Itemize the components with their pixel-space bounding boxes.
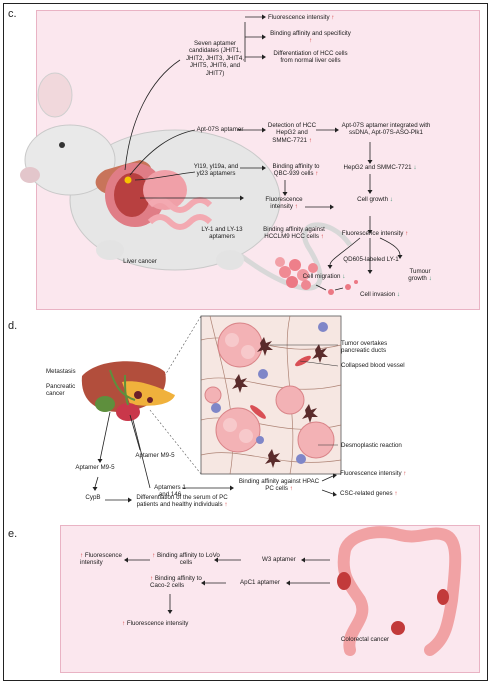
collapsed-vessel-label: Collapsed blood vessel (341, 362, 405, 369)
cell-migration-label: Cell migration ↓ (302, 273, 346, 280)
tumour-cell-cluster (275, 257, 358, 295)
aptamer-m95-label-b: Aptamer M9-5 (75, 464, 115, 471)
cypb-label: CypB (85, 494, 101, 501)
panel-d-arrows (94, 411, 334, 501)
pancreatic-cancer-label: Pancreatic cancer (46, 383, 76, 398)
binding-specificity-label: Binding affinity and specificity ↑ (270, 30, 351, 45)
up-arrow-icon: ↑ (403, 470, 407, 477)
up-arrow-icon: ↑ (122, 620, 126, 627)
fluorescence-label-3: Fluorescence intensity ↑ (341, 230, 409, 237)
up-arrow-icon: ↑ (394, 490, 398, 497)
up-arrow-icon: ↑ (80, 552, 84, 559)
liver-pancreas-illustration (81, 361, 175, 421)
aptamer-m95-label-a: Aptamer M9-5 (135, 452, 175, 459)
yl-aptamers-label: Yl19, yl19a, and yl23 aptamers (193, 163, 239, 178)
up-arrow-icon: ↑ (315, 170, 319, 178)
fluorescence-label-e2: ↑ Fluorescence intensity (122, 620, 189, 627)
binding-lovo-label: ↑ Binding affinity to LoVo cells (152, 552, 220, 567)
binding-qbc-label: Binding affinity to QBC-939 cells ↑ (272, 163, 320, 178)
metastasis-label: Metastasis (46, 368, 76, 375)
apt07s-integrated-label: Apt-07S aptamer integrated with ssDNA, A… (341, 122, 431, 137)
differentiation-hcc-label: Differentiation of HCC cells from normal… (273, 50, 348, 65)
panel-d-label: d. (8, 320, 18, 332)
tumor-overtakes-label: Tumor overtakes pancreatic ducts (341, 340, 388, 355)
down-arrow-icon: ↓ (428, 275, 432, 283)
up-arrow-icon: ↑ (289, 485, 293, 493)
up-arrow-icon: ↑ (152, 552, 156, 559)
up-arrow-icon: ↑ (224, 501, 228, 509)
up-arrow-icon: ↑ (320, 233, 324, 241)
up-arrow-icon: ↑ (308, 37, 313, 45)
mouse-illustration (20, 72, 353, 291)
desmoplastic-label: Desmoplastic reaction (341, 442, 402, 449)
fluorescence-label: Fluorescence intensity ↑ (268, 14, 335, 21)
aptamers-1-146-label: Aptamers 1 and 146 (154, 484, 186, 499)
panel-e-label: e. (8, 528, 18, 540)
ly-aptamers-label: LY-1 and LY-13 aptamers (201, 226, 243, 241)
detection-hcc-label: Detection of HCC HepG2 and SMMC-7721 ↑ (267, 122, 317, 144)
binding-hcclm9-label: Binding affinity against HCCLM9 HCC cell… (263, 226, 325, 241)
fluorescence-label-2: Fluorescence intensity ↑ (265, 196, 303, 211)
cell-invasion-label: Cell invasion ↓ (360, 291, 400, 298)
cell-growth-label: Cell growth ↓ (357, 196, 393, 203)
csc-label: CSC-related genes ↑ (340, 490, 398, 497)
up-arrow-icon: ↑ (150, 575, 154, 582)
hepg2-smmc-label: HepG2 and SMMC-7721 ↓ (343, 164, 417, 171)
up-arrow-icon: ↑ (308, 136, 312, 144)
qd605-label: QD605-labeled LY-1 (343, 256, 399, 263)
seven-aptamers-label: Seven aptamer candidates (JHIT1, JHIT2, … (185, 40, 245, 77)
figure-frame (3, 3, 488, 681)
binding-caco2-label: ↑ Binding affinity to Caco-2 cells (150, 575, 202, 590)
panel-e (60, 525, 480, 673)
up-arrow-icon: ↑ (405, 230, 409, 237)
colorectal-cancer-label: Colorectal cancer (340, 636, 390, 643)
apt07s-label: Apt-07S aptamer (196, 126, 244, 133)
panel-c-label: c. (8, 8, 17, 20)
up-arrow-icon: ↑ (331, 14, 335, 21)
down-arrow-icon: ↓ (413, 164, 417, 171)
liver-cancer-label: Liver cancer (123, 258, 157, 265)
apc1-aptamer-label: ApC1 aptamer (240, 579, 280, 586)
down-arrow-icon: ↓ (389, 196, 393, 203)
differentiation-pc-label: Differentiation of the serum of PC patie… (136, 494, 228, 509)
down-arrow-icon: ↓ (396, 291, 400, 298)
binding-hpac-label: Binding affinity against HPAC PC cells ↑ (238, 478, 320, 493)
down-arrow-icon: ↓ (342, 273, 346, 280)
fluorescence-label-d: Fluorescence intensity ↑ (340, 470, 407, 477)
fluorescence-label-e1: ↑ Fluorescence intensity (80, 552, 122, 567)
histology-tissue (200, 315, 342, 475)
up-arrow-icon: ↑ (294, 203, 298, 211)
tumour-growth-label: Tumour growth ↓ (408, 268, 432, 283)
w3-aptamer-label: W3 aptamer (262, 556, 296, 563)
panel-c-arrows (124, 16, 401, 291)
